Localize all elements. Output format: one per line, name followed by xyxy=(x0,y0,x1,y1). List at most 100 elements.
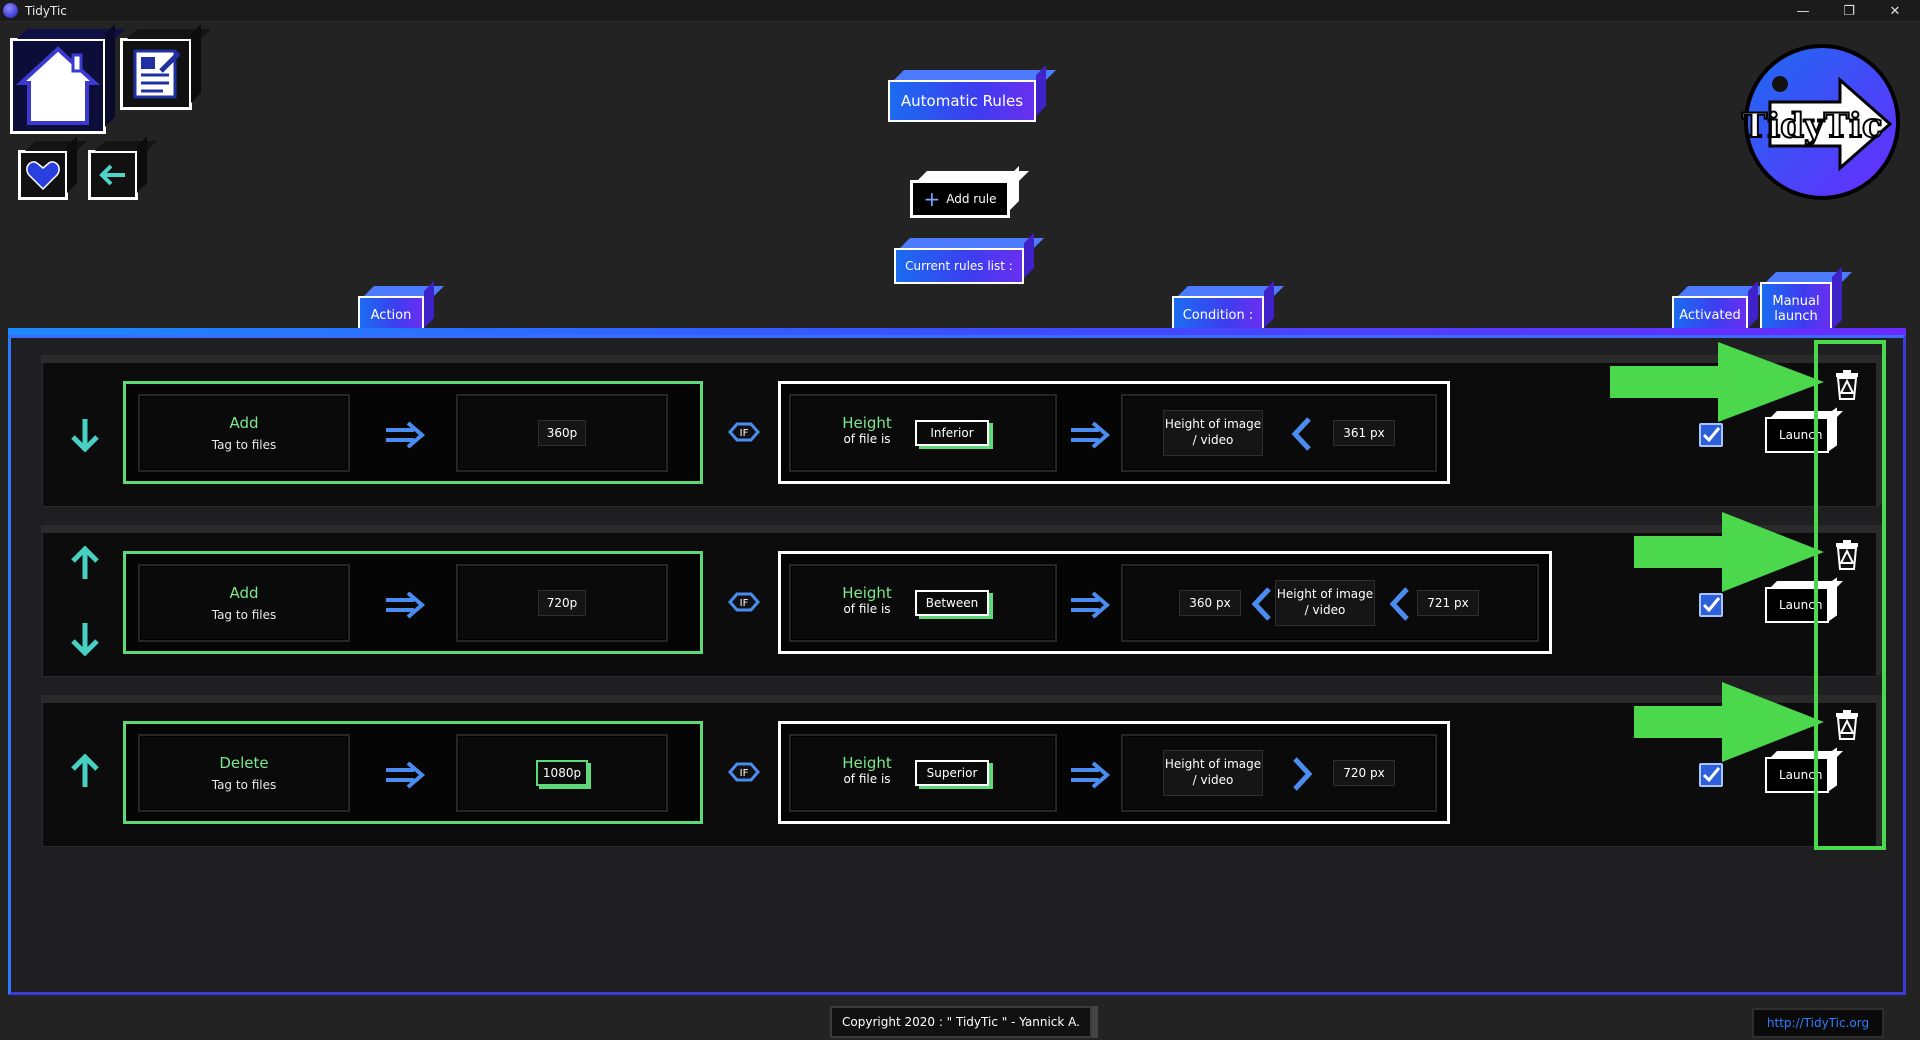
action-box[interactable]: Add Tag to files xyxy=(138,564,350,642)
action-name: Add xyxy=(229,414,259,432)
action-value: 1080p xyxy=(536,760,588,786)
column-header-action-label: Action xyxy=(370,307,412,323)
tidytic-logo: TidyTic xyxy=(1740,42,1900,202)
home-icon xyxy=(15,46,101,125)
move-down-icon[interactable] xyxy=(65,619,105,659)
comparison-box[interactable]: Height of image / video 361 px xyxy=(1121,394,1437,472)
action-name: Add xyxy=(229,584,259,602)
action-value: 720p xyxy=(538,590,586,616)
svg-text:IF: IF xyxy=(740,598,749,609)
activated-checkbox[interactable] xyxy=(1699,593,1723,617)
action-target: Tag to files xyxy=(211,778,277,792)
annotation-arrow-icon xyxy=(1634,512,1824,592)
window-title: TidyTic xyxy=(25,4,67,18)
action-value: 360p xyxy=(538,420,586,446)
column-header-activated: Activated xyxy=(1672,296,1748,334)
comparison-box[interactable]: 360 px Height of image / video 721 px xyxy=(1121,564,1539,642)
action-target: Tag to files xyxy=(211,438,277,452)
rules-list-label: Current rules list : xyxy=(905,259,1013,273)
edit-rules-button[interactable] xyxy=(120,38,192,110)
heart-icon xyxy=(26,161,60,191)
double-arrow-right-icon xyxy=(386,421,426,449)
comparison-subject: Height of image / video xyxy=(1275,580,1375,626)
activated-checkbox[interactable] xyxy=(1699,763,1723,787)
back-button[interactable] xyxy=(88,150,138,200)
launch-label: Launch xyxy=(1779,768,1823,782)
add-rule-button[interactable]: + Add rule xyxy=(910,180,1010,218)
restore-button[interactable]: ❐ xyxy=(1843,3,1855,19)
greater-than-icon xyxy=(1293,757,1313,791)
launch-label: Launch xyxy=(1779,598,1823,612)
action-value-box[interactable]: 1080p xyxy=(456,734,668,812)
logo-text: TidyTic xyxy=(1741,105,1884,147)
action-value-box[interactable]: 360p xyxy=(456,394,668,472)
action-name: Delete xyxy=(219,754,269,772)
comparison-high-value: 721 px xyxy=(1417,590,1479,616)
website-link[interactable]: http://TidyTic.org xyxy=(1752,1008,1884,1038)
window-titlebar: TidyTic — ❐ ✕ xyxy=(0,0,1920,22)
condition-box[interactable]: Height of file is Between xyxy=(789,564,1057,642)
launch-button[interactable]: Launch xyxy=(1765,587,1829,623)
double-arrow-right-icon xyxy=(1071,761,1111,789)
condition-sublabel: of file is xyxy=(843,432,891,446)
less-than-icon xyxy=(1291,417,1311,451)
comparison-subject: Height of image / video xyxy=(1163,410,1263,456)
action-box[interactable]: Add Tag to files xyxy=(138,394,350,472)
copyright-text: Copyright 2020 : " TidyTic " - Yannick A… xyxy=(830,1006,1098,1038)
action-frame: Add Tag to files 360p xyxy=(123,381,703,484)
action-box[interactable]: Delete Tag to files xyxy=(138,734,350,812)
if-icon: IF xyxy=(728,422,760,442)
operator-chip[interactable]: Inferior xyxy=(915,420,989,446)
column-header-manual-launch-label: Manual launch xyxy=(1772,294,1820,324)
operator-chip[interactable]: Superior xyxy=(915,760,989,786)
favorites-button[interactable] xyxy=(18,150,68,200)
if-icon: IF xyxy=(728,762,760,782)
launch-button[interactable]: Launch xyxy=(1765,417,1829,453)
trash-icon[interactable] xyxy=(1833,369,1861,401)
svg-text:IF: IF xyxy=(740,428,749,439)
comparison-value: 720 px xyxy=(1333,760,1395,786)
move-up-icon[interactable] xyxy=(65,751,105,791)
activated-checkbox[interactable] xyxy=(1699,423,1723,447)
minimize-button[interactable]: — xyxy=(1796,3,1810,19)
condition-label: Height xyxy=(842,754,892,772)
close-button[interactable]: ✕ xyxy=(1889,3,1901,19)
launch-button[interactable]: Launch xyxy=(1765,757,1829,793)
move-down-icon[interactable] xyxy=(65,415,105,455)
rule-row: Delete Tag to files 1080p IF Height of f… xyxy=(41,695,1880,847)
rules-list-heading: Current rules list : xyxy=(894,248,1024,284)
launch-label: Launch xyxy=(1779,428,1823,442)
page-title-label: Automatic Rules xyxy=(900,92,1024,110)
double-arrow-right-icon xyxy=(386,761,426,789)
if-icon: IF xyxy=(728,592,760,612)
svg-text:IF: IF xyxy=(740,768,749,779)
condition-box[interactable]: Height of file is Superior xyxy=(789,734,1057,812)
comparison-low-value: 360 px xyxy=(1179,590,1241,616)
condition-sublabel: of file is xyxy=(843,602,891,616)
trash-icon[interactable] xyxy=(1833,709,1861,741)
less-than-icon xyxy=(1389,587,1409,621)
page-title: Automatic Rules xyxy=(888,80,1036,122)
column-header-condition: Condition : xyxy=(1172,296,1264,334)
condition-frame: Height of file is Between 360 px Height … xyxy=(778,551,1552,654)
double-arrow-right-icon xyxy=(1071,591,1111,619)
condition-frame: Height of file is Inferior Height of ima… xyxy=(778,381,1450,484)
rule-row: Add Tag to files 360p IF Height of file … xyxy=(41,355,1880,507)
comparison-value: 361 px xyxy=(1333,420,1395,446)
column-header-condition-label: Condition : xyxy=(1182,307,1254,323)
condition-box[interactable]: Height of file is Inferior xyxy=(789,394,1057,472)
annotation-arrow-icon xyxy=(1610,342,1824,422)
action-frame: Delete Tag to files 1080p xyxy=(123,721,703,824)
condition-label: Height xyxy=(842,584,892,602)
action-value-box[interactable]: 720p xyxy=(456,564,668,642)
add-rule-label: Add rule xyxy=(946,192,997,206)
comparison-box[interactable]: Height of image / video 720 px xyxy=(1121,734,1437,812)
checkmark-icon xyxy=(1702,767,1721,783)
less-than-icon xyxy=(1251,587,1271,621)
trash-icon[interactable] xyxy=(1833,539,1861,571)
home-button[interactable] xyxy=(10,38,106,134)
comparison-subject: Height of image / video xyxy=(1163,750,1263,796)
condition-label: Height xyxy=(842,414,892,432)
move-up-icon[interactable] xyxy=(65,543,105,583)
operator-chip[interactable]: Between xyxy=(915,590,989,616)
